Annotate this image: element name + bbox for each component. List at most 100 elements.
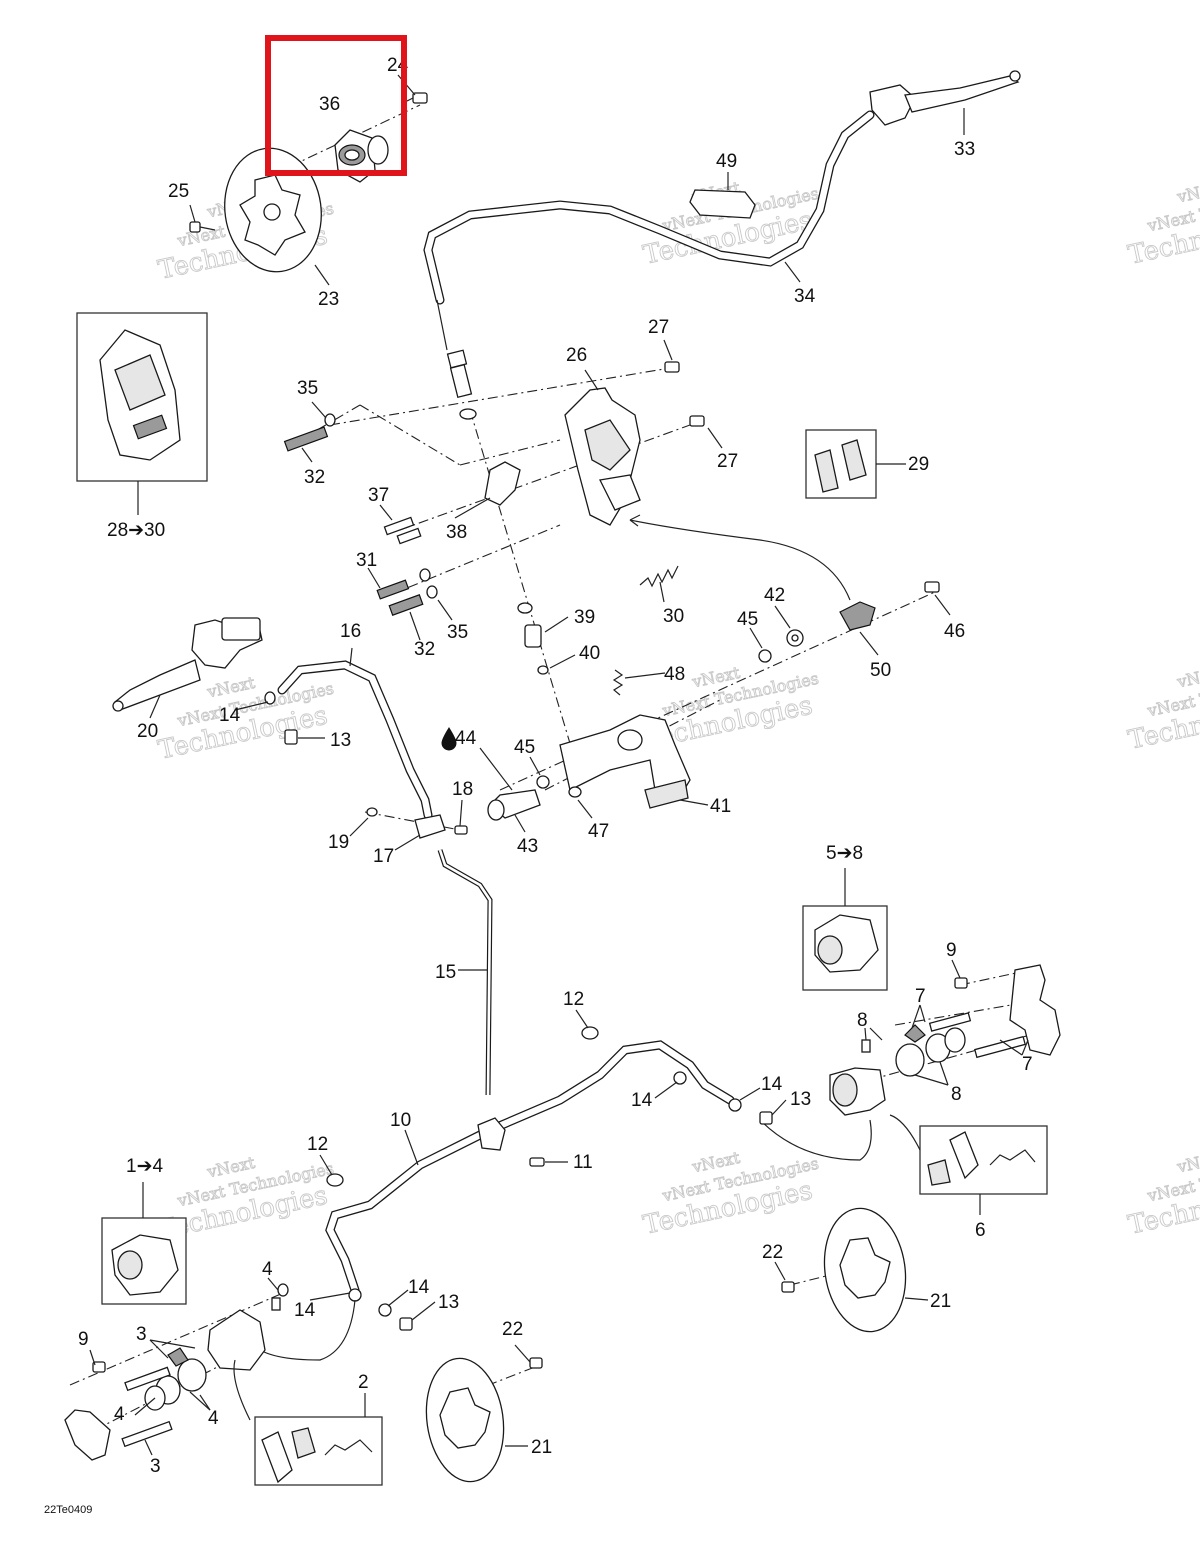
highlight-box	[265, 35, 407, 176]
bracket-38	[484, 461, 521, 506]
caliper-bracket-left	[64, 1409, 111, 1461]
watermark-text: vNext	[1175, 663, 1200, 692]
master-cylinder-lever-20	[112, 617, 263, 712]
callout-label: 41	[710, 796, 731, 817]
callout-label: 43	[517, 836, 538, 857]
callout-label: 4	[208, 1408, 219, 1429]
callout-label: 28➔30	[107, 520, 165, 541]
bolt-32-upper	[283, 426, 329, 452]
callout-label: 8	[857, 1010, 868, 1031]
callout-label: 17	[373, 846, 394, 867]
watermark-group: vNext vNext Technologies Technologies vN…	[155, 177, 1200, 1246]
callout-label: 38	[446, 522, 467, 543]
callout-label: 21	[930, 1291, 951, 1312]
brake-disc-21-left	[425, 1357, 505, 1483]
hub-36	[334, 129, 389, 183]
brake-pedal-41	[559, 714, 691, 809]
callout-label: 47	[588, 821, 609, 842]
callout-label: 14	[219, 705, 241, 726]
washer-35-upper	[324, 413, 336, 427]
callout-label: 3	[150, 1456, 161, 1477]
pin-7	[904, 1012, 1026, 1059]
callout-label: 19	[328, 832, 349, 853]
callout-label: 6	[975, 1220, 986, 1241]
callout-label: 9	[946, 940, 957, 961]
callout-label: 18	[452, 779, 473, 800]
callout-label: 13	[438, 1292, 459, 1313]
callout-label: 27	[717, 451, 738, 472]
callout-label: 14	[294, 1300, 316, 1321]
banjo-13-left	[348, 1288, 413, 1331]
nut-40	[537, 665, 549, 675]
bolt-31	[376, 568, 431, 600]
callout-label: 7	[1022, 1054, 1033, 1075]
callout-label: 50	[870, 660, 891, 681]
screw-11	[529, 1157, 545, 1167]
callout-label: 21	[531, 1437, 552, 1458]
brake-hose-16	[277, 660, 433, 820]
inset-box-5-8	[802, 905, 888, 991]
callout-label: 10	[390, 1110, 411, 1131]
callout-label: 11	[573, 1152, 593, 1173]
callout-label: 15	[435, 962, 456, 983]
callout-label: 9	[78, 1329, 89, 1350]
bolt-37	[383, 516, 422, 545]
callout-label: 14	[631, 1090, 653, 1111]
callout-label: 35	[447, 622, 468, 643]
washer-45-upper	[758, 649, 772, 663]
inset-box-28-30	[76, 312, 208, 482]
washer-42	[786, 629, 804, 647]
callout-label: 14	[761, 1074, 783, 1095]
spring-48	[612, 669, 624, 696]
callout-label-highlighted: 36	[319, 94, 340, 115]
callout-label: 22	[762, 1242, 783, 1263]
callout-label: 5➔8	[826, 843, 863, 864]
brake-line-15	[437, 849, 493, 1096]
inset-box-29	[805, 429, 877, 499]
bleeder-8	[861, 1039, 871, 1053]
callout-label: 42	[764, 585, 785, 606]
bolt-27-lower	[689, 415, 705, 427]
caliper-body-left	[144, 1309, 266, 1411]
banjo-bolt-13-upper	[284, 729, 298, 745]
callout-label: 7	[915, 986, 926, 1007]
callout-label: 32	[304, 467, 325, 488]
oil-drop-icon	[441, 727, 457, 751]
callout-label: 35	[297, 378, 318, 399]
callout-label: 13	[330, 730, 351, 751]
callout-label: 37	[368, 485, 389, 506]
callout-label: 45	[737, 609, 758, 630]
callout-label: 48	[664, 664, 685, 685]
inset-box-2	[254, 1416, 383, 1486]
bolt-27-upper	[664, 361, 680, 373]
nut-upper	[517, 602, 533, 614]
callout-label: 3	[136, 1324, 147, 1345]
callout-label: 13	[790, 1089, 811, 1110]
banjo-13-right	[673, 1071, 773, 1125]
bolt-9-left	[92, 1361, 106, 1373]
callout-label: 44	[455, 728, 477, 749]
callout-label: 8	[951, 1084, 962, 1105]
callout-label: 4	[114, 1404, 125, 1425]
brake-disc-23	[224, 147, 322, 273]
nut-12-upper	[581, 1026, 599, 1040]
bushing-39	[524, 624, 542, 648]
callout-labels: 1➔4 2 3 3 4 4 4 5➔8 6 7 7 8 8 9 9 10 11 …	[78, 55, 1033, 1477]
callout-label: 26	[566, 345, 587, 366]
callout-label: 20	[137, 721, 158, 742]
spring-30	[639, 565, 679, 588]
lever-50	[839, 601, 876, 631]
brake-disc-21-right	[823, 1207, 907, 1333]
bolt-9-right	[954, 977, 968, 989]
pin-3	[121, 1347, 189, 1448]
callout-label: 32	[414, 639, 435, 660]
clamp-17	[414, 814, 446, 839]
leader-lines	[89, 74, 1029, 1456]
callout-label: 4	[262, 1259, 273, 1280]
watermark-text: vNext	[1175, 178, 1200, 207]
caliper-26	[564, 387, 641, 526]
watermark-text: vNext	[1175, 1148, 1200, 1177]
inset-box-1-4	[101, 1217, 187, 1305]
screw-18	[454, 825, 468, 835]
